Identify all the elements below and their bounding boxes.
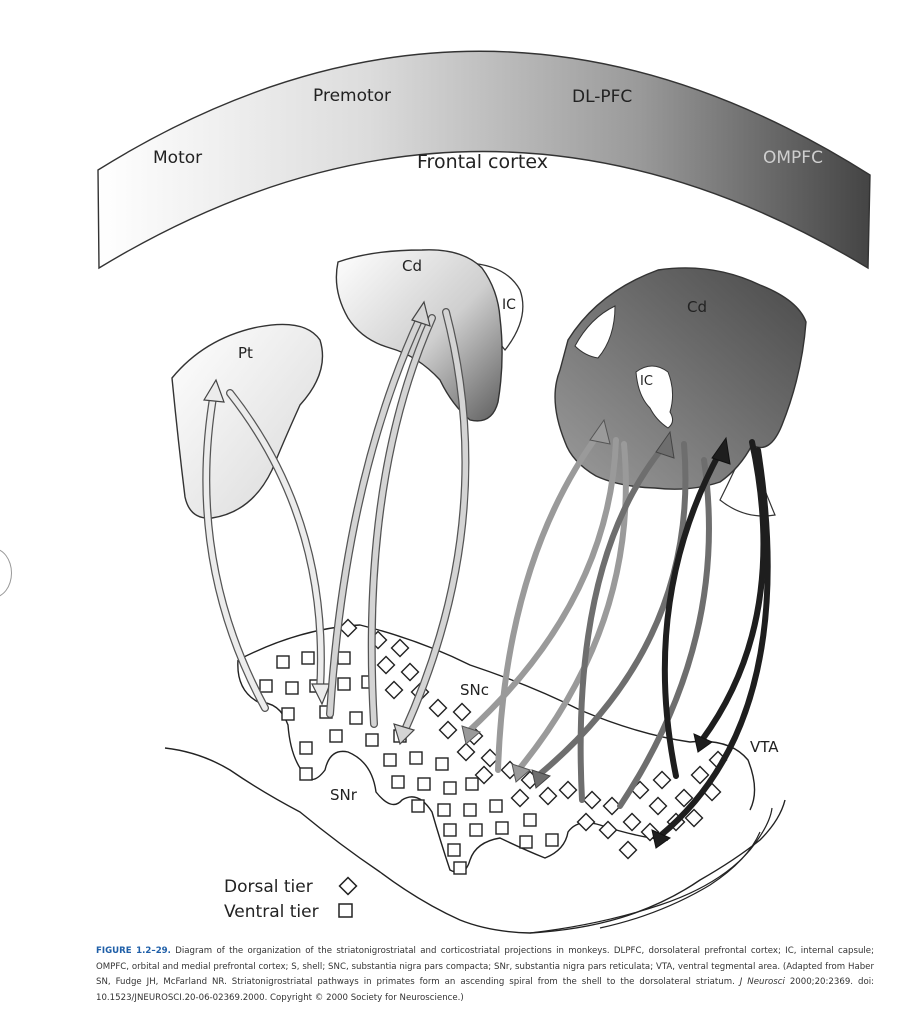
caption-tail: 2000;20:2369. doi: 10.1523/JNEUROSCI.20-… (96, 977, 874, 1003)
caudate-left-label: Cd (402, 257, 422, 275)
ventral-marker (409, 751, 423, 765)
dorsal-marker (576, 812, 596, 832)
pathway-caudate-central (461, 418, 629, 783)
dorsal-marker (652, 770, 672, 790)
ventral-marker (437, 803, 451, 817)
dorsal-marker (390, 638, 410, 658)
projection-pathways (202, 300, 771, 849)
vta-label: VTA (750, 738, 779, 756)
ic-right-label: IC (640, 374, 653, 389)
legend-dorsal-label: Dorsal tier (224, 877, 313, 897)
dorsal-marker (538, 786, 558, 806)
dorsal-marker (648, 796, 668, 816)
ventral-marker (383, 753, 397, 767)
caption-journal: J Neurosci (739, 977, 785, 987)
pathway-caudate-dorsal (326, 300, 470, 746)
ventral-marker (523, 813, 537, 827)
ventral-marker (463, 803, 477, 817)
ventral-marker (299, 767, 313, 781)
dorsal-marker (438, 720, 458, 740)
ic-left-label: IC (502, 297, 516, 313)
ventral-marker (329, 729, 343, 743)
caption-figure-label: FIGURE 1.2–29. (96, 946, 171, 956)
dorsal-marker (690, 765, 710, 785)
ventral-marker (453, 861, 467, 875)
ventral-marker (519, 835, 533, 849)
dorsal-marker (622, 812, 642, 832)
dorsal-marker (400, 662, 420, 682)
figure-caption: FIGURE 1.2–29. Diagram of the organizati… (96, 944, 874, 1006)
dorsal-marker (510, 788, 530, 808)
ventral-marker (469, 823, 483, 837)
pathway-shell (651, 436, 771, 849)
dorsal-tier-markers (338, 618, 728, 860)
legend-square-icon (338, 903, 353, 918)
dorsal-marker (558, 780, 578, 800)
cortex-title: Frontal cortex (417, 151, 548, 173)
pathway-putamen (202, 378, 331, 712)
putamen-label: Pt (238, 344, 253, 362)
ventral-marker (337, 651, 351, 665)
ventral-marker (465, 777, 479, 791)
caudate-left-shape (335, 249, 524, 422)
ventral-marker (281, 707, 295, 721)
ventral-marker (259, 679, 273, 693)
caudate-right-shape (554, 267, 807, 517)
frontal-cortex-band (97, 50, 871, 270)
pathway-caudate-ventral (531, 430, 712, 809)
dorsal-marker (480, 748, 500, 768)
dorsal-marker (602, 796, 622, 816)
snc-label: SNc (460, 681, 489, 699)
ventral-marker (276, 655, 290, 669)
legend-ventral-label: Ventral tier (224, 902, 319, 922)
caudate-right-label: Cd (687, 298, 707, 316)
ventral-marker (301, 651, 315, 665)
dorsal-marker (684, 808, 704, 828)
ventral-marker (545, 833, 559, 847)
ventral-marker (337, 677, 351, 691)
ventral-marker (443, 823, 457, 837)
legend: Dorsal tier Ventral tier (224, 876, 358, 922)
ventral-marker (435, 757, 449, 771)
cortex-region-dlpfc: DL-PFC (572, 87, 632, 107)
ventral-marker (447, 843, 461, 857)
dorsal-marker (598, 820, 618, 840)
dorsal-marker (582, 790, 602, 810)
ventral-marker (299, 741, 313, 755)
ventral-marker (285, 681, 299, 695)
legend-diamond-icon (338, 876, 358, 896)
caption-body: Diagram of the organization of the stria… (96, 946, 874, 987)
ventral-marker (391, 775, 405, 789)
dorsal-marker (456, 742, 476, 762)
dorsal-marker (452, 702, 472, 722)
cortex-region-ompfc: OMPFC (763, 148, 823, 168)
ventral-marker (411, 799, 425, 813)
dorsal-marker (474, 765, 494, 785)
dorsal-marker (618, 840, 638, 860)
ventral-tier-markers (259, 651, 559, 875)
ventral-marker (489, 799, 503, 813)
cortex-region-motor: Motor (153, 148, 202, 168)
ventral-marker (495, 821, 509, 835)
ventral-marker (349, 711, 363, 725)
dorsal-marker (338, 618, 358, 638)
ventral-marker (443, 781, 457, 795)
cortex-region-premotor: Premotor (313, 86, 391, 106)
snr-label: SNr (330, 786, 358, 804)
dorsal-marker (428, 698, 448, 718)
ventral-marker (417, 777, 431, 791)
dorsal-marker (674, 788, 694, 808)
dorsal-marker (376, 655, 396, 675)
ventral-marker (365, 733, 379, 747)
dorsal-marker (384, 680, 404, 700)
